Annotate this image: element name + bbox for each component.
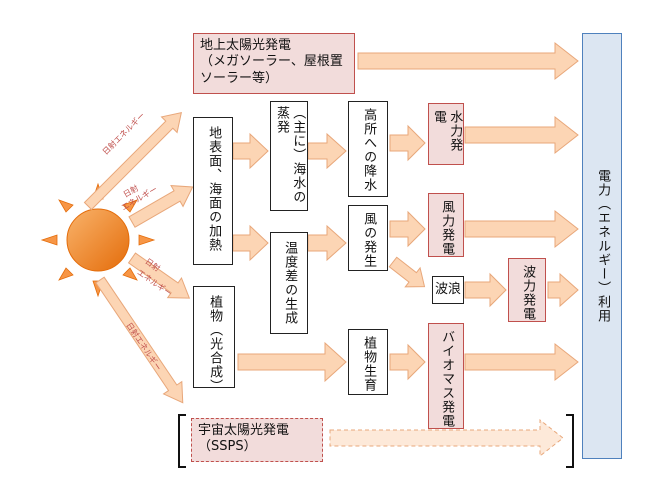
arrow-surface-to-temp: [232, 224, 269, 262]
arrow-wavepower-to-util: [547, 272, 579, 308]
hydro-power-box: 水力発電: [428, 103, 464, 165]
temp-difference-box: 温度差の生成: [270, 232, 308, 334]
wave-power-box: 波力発電: [508, 258, 546, 322]
biomass-power-box: バイオマス発電: [428, 323, 464, 429]
left-bracket: [178, 414, 186, 468]
surface-heating-box: 地表面、海面の加熱: [193, 117, 233, 265]
arrow-evap-to-high: [307, 132, 347, 170]
arrow-temp-to-wind: [307, 224, 347, 262]
arrow-plants-to-growth: [237, 341, 347, 383]
evaporation-box: （主に）海水の蒸発: [270, 101, 308, 211]
arrow-windpower-to-util: [464, 209, 579, 249]
arrow-waves-to-wavepower: [464, 272, 507, 308]
arrow-wind-to-windpower: [389, 210, 426, 248]
arrow-growth-to-biomass: [389, 343, 426, 381]
high-water-box: 高所への降水: [348, 101, 388, 197]
ray-arrow-plants: [127, 252, 191, 299]
utilization-box: 電力（エネルギー）利用: [582, 33, 622, 459]
ray-arrow-surface: [128, 185, 194, 228]
arrow-hydro-to-util: [464, 115, 579, 155]
space-solar-box: 宇宙太陽光発電 （SSPS）: [191, 418, 323, 462]
arrow-surface-to-evap: [232, 132, 269, 170]
wind-power-box: 風力発電: [428, 193, 464, 257]
arrow-biomass-to-util: [464, 342, 579, 382]
plants-box: 植物（光合成）: [193, 286, 235, 393]
arrow-ground-to-util: [357, 41, 579, 81]
ray-arrow-ground-solar: [83, 112, 182, 211]
ground-solar-box: 地上太陽光発電 （メガソーラー、屋根置 ソーラー等）: [193, 33, 355, 94]
right-bracket: [566, 414, 574, 468]
arrow-space-to-util: [329, 418, 564, 458]
arrow-high-to-hydro: [389, 124, 426, 162]
plant-growth-box: 植物生育: [348, 329, 388, 395]
sun-icon: [40, 182, 156, 298]
wind-generation-box: 風の発生: [348, 205, 388, 271]
arrow-wind-to-waves: [388, 256, 426, 288]
waves-box: 波浪: [432, 276, 464, 304]
ray-arrow-space: [95, 276, 184, 404]
